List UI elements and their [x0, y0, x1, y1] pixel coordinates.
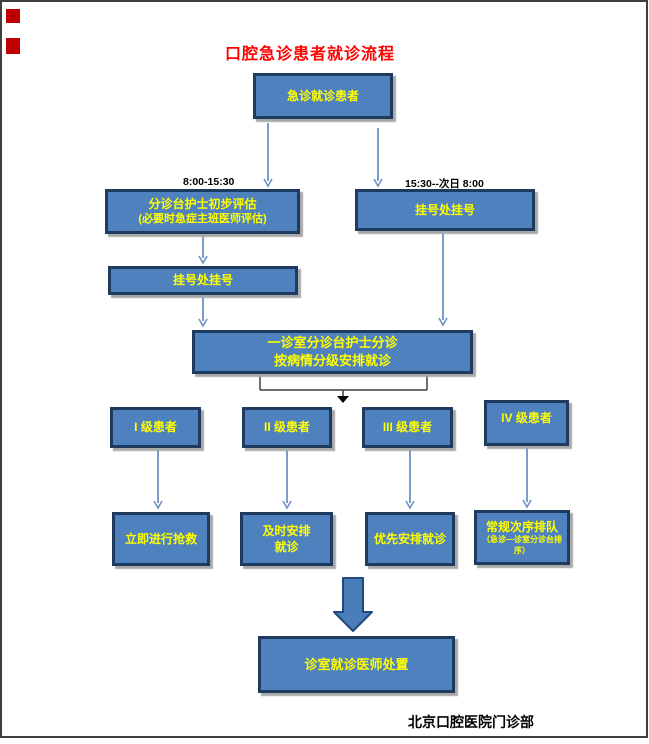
node-register-night-label: 挂号处挂号: [414, 202, 475, 217]
node-level-1-label: I 级患者: [134, 420, 177, 435]
node-register-day-label: 挂号处挂号: [172, 273, 233, 288]
node-start: 急诊就诊患者: [253, 73, 393, 119]
node-level-2: II 级患者: [242, 407, 332, 448]
node-start-label: 急诊就诊患者: [286, 88, 359, 103]
node-action-3: 优先安排就诊: [365, 512, 455, 566]
node-level-1: I 级患者: [110, 407, 201, 448]
footer-department: 北京口腔医院门诊部: [408, 714, 534, 730]
node-level-4-label: IV 级患者: [501, 411, 552, 426]
node-action-2-line1: 及时安排: [262, 523, 311, 538]
node-action-1: 立即进行抢救: [112, 512, 210, 566]
node-register-day: 挂号处挂号: [108, 266, 298, 295]
time-label-day: 8:00-15:30: [183, 176, 235, 188]
node-action-4: 常规次序排队 （急诊—诊室分诊台排序）: [474, 510, 570, 565]
node-action-2-line2: 就诊: [274, 540, 299, 554]
node-room-triage-line2: 按病情分级安排就诊: [273, 353, 391, 368]
node-triage-line2: (必要时急症主班医师评估): [138, 213, 267, 226]
node-action-4-line2: （急诊—诊室分诊台排序）: [482, 535, 562, 555]
node-register-night: 挂号处挂号: [355, 189, 535, 231]
node-action-3-label: 优先安排就诊: [373, 531, 446, 546]
node-action-1-label: 立即进行抢救: [124, 531, 197, 546]
node-action-4-line1: 常规次序排队: [485, 520, 558, 535]
node-action-2: 及时安排 就诊: [240, 512, 333, 566]
node-level-3: III 级患者: [362, 407, 453, 448]
page-title: 口腔急诊患者就诊流程: [224, 46, 395, 63]
node-room-triage: 一诊室分诊台护士分诊 按病情分级安排就诊: [192, 330, 473, 374]
node-level-2-label: II 级患者: [263, 420, 310, 435]
red-redaction-mark-bottom: [6, 38, 20, 54]
node-level-3-label: III 级患者: [382, 420, 433, 435]
node-final-label: 诊室就诊医师处置: [304, 656, 409, 672]
time-label-night: 15:30--次日 8:00: [405, 178, 484, 190]
node-level-4: IV 级患者: [484, 400, 569, 446]
node-final: 诊室就诊医师处置: [258, 636, 455, 693]
node-triage-line1: 分诊台护士初步评估: [148, 196, 257, 211]
node-room-triage-line1: 一诊室分诊台护士分诊: [267, 335, 398, 351]
red-redaction-mark-top: [6, 9, 20, 23]
node-triage: 分诊台护士初步评估 (必要时急症主班医师评估): [105, 189, 300, 234]
